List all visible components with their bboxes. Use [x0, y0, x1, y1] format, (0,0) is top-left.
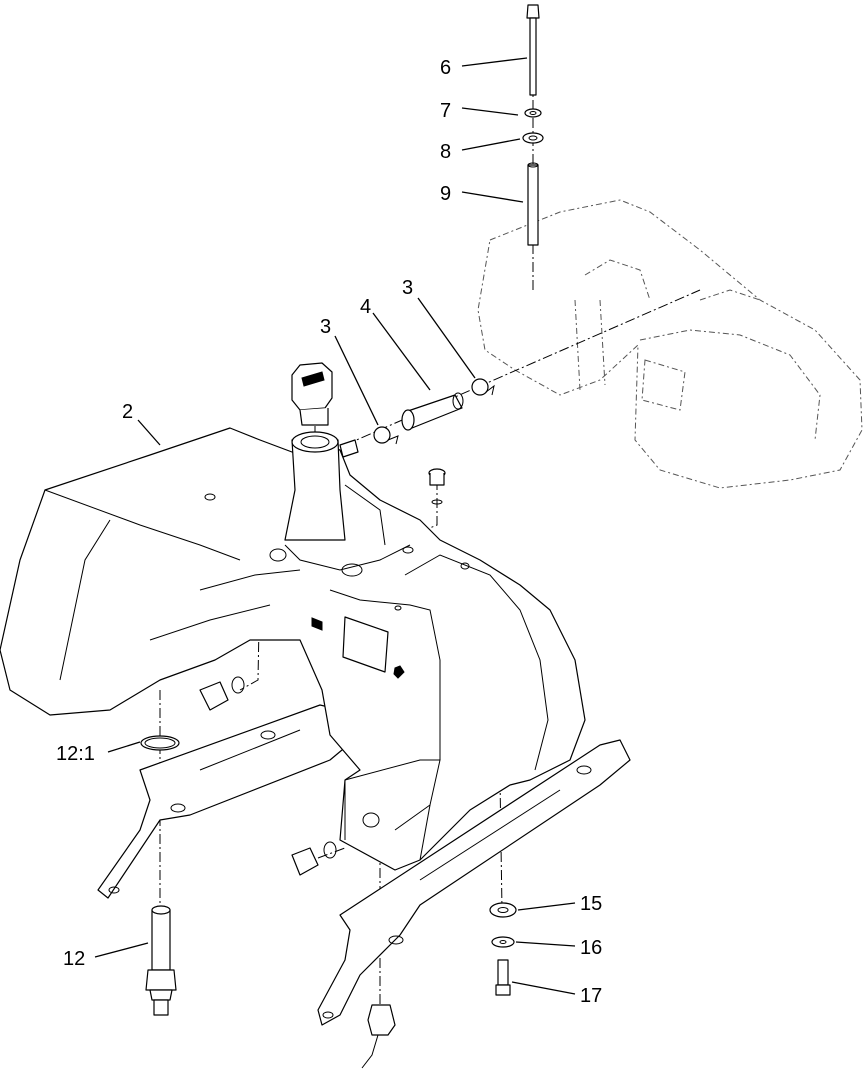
leader-lines	[94, 57, 576, 995]
fuel-sender	[145, 905, 177, 1016]
bolt-stack	[522, 4, 544, 246]
callout-3-right: 3	[402, 277, 413, 299]
callout-16: 16	[580, 937, 602, 959]
callout-17: 17	[580, 985, 602, 1007]
callout-labels: 6 7 8 9 3 4 3 2 12:1 12 15 16 17	[56, 57, 602, 1007]
fuel-tank-main	[0, 427, 586, 871]
mounting-bracket-right	[317, 739, 631, 1026]
drain-plug-lower	[291, 841, 337, 876]
fuel-fitting	[361, 1004, 396, 1069]
ghost-tank	[477, 199, 863, 489]
drain-plug-left	[199, 676, 245, 711]
callout-7: 7	[440, 100, 451, 122]
callout-4: 4	[360, 296, 371, 318]
callout-12-1: 12:1	[56, 743, 95, 765]
o-ring	[140, 735, 180, 751]
callout-8: 8	[440, 141, 451, 163]
grommet	[428, 468, 446, 505]
callout-2: 2	[122, 401, 133, 423]
mount-hardware	[489, 902, 517, 996]
hose-assembly	[373, 378, 495, 445]
fuel-cap	[291, 362, 333, 426]
mounting-bracket-left	[97, 704, 361, 899]
callout-15: 15	[580, 893, 602, 915]
callout-6: 6	[440, 57, 451, 79]
callout-12: 12	[63, 948, 85, 970]
callout-9: 9	[440, 183, 451, 205]
callout-3-left: 3	[320, 316, 331, 338]
